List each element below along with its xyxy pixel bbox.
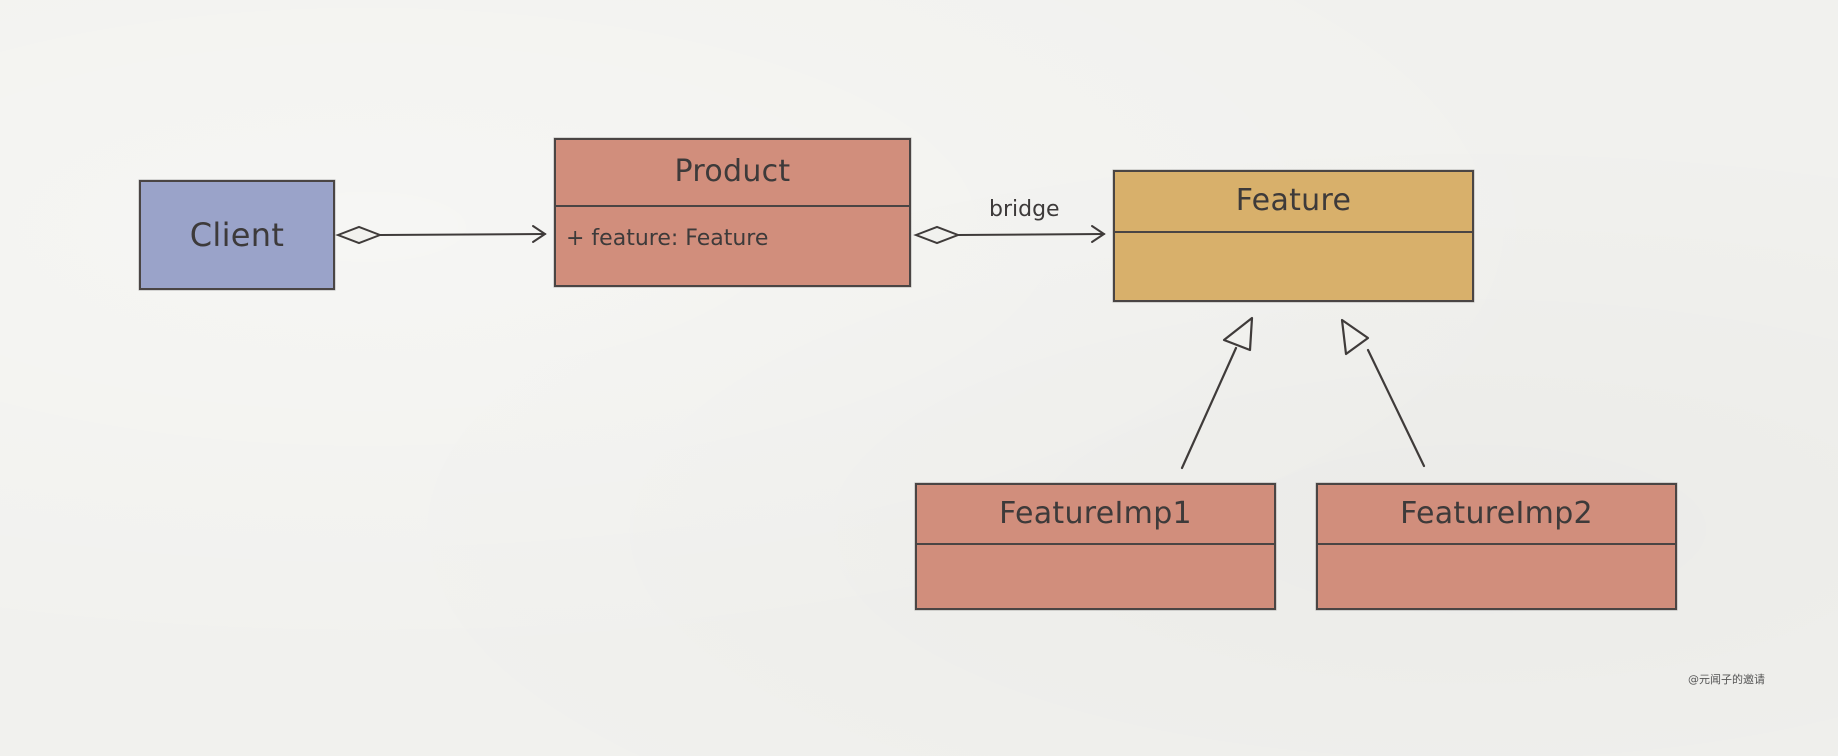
class-attribute: + feature: Feature (566, 226, 769, 251)
aggregation-product-feature (913, 225, 1106, 245)
bridge-label: bridge (989, 197, 1060, 222)
open-arrowhead-icon (1091, 225, 1106, 243)
class-name: Client (189, 216, 285, 254)
aggregation-diamond-icon (335, 225, 383, 245)
class-name: Feature (1235, 183, 1352, 218)
class-feature-imp-1[interactable]: FeatureImp1 (915, 483, 1276, 610)
class-name: FeatureImp2 (1400, 496, 1593, 531)
compartment-divider (556, 205, 909, 207)
inheritance-triangle-icon (1222, 316, 1254, 352)
compartment-divider (1115, 231, 1472, 233)
aggregation-client-product (335, 225, 547, 245)
generalization-imp1-feature (1180, 316, 1254, 470)
compartment-divider (917, 543, 1274, 545)
class-name: FeatureImp1 (999, 496, 1192, 531)
watermark: @元闻子的邀请 (1688, 673, 1765, 686)
open-arrowhead-icon (532, 225, 547, 243)
class-feature[interactable]: Feature (1113, 170, 1474, 302)
class-product[interactable]: Product + feature: Feature (554, 138, 911, 287)
aggregation-diamond-icon (913, 225, 961, 245)
class-client[interactable]: Client (139, 180, 335, 290)
compartment-divider (1318, 543, 1675, 545)
class-feature-imp-2[interactable]: FeatureImp2 (1316, 483, 1677, 610)
class-name: Product (674, 154, 791, 189)
generalization-imp2-feature (1340, 318, 1426, 468)
inheritance-triangle-icon (1340, 318, 1370, 356)
